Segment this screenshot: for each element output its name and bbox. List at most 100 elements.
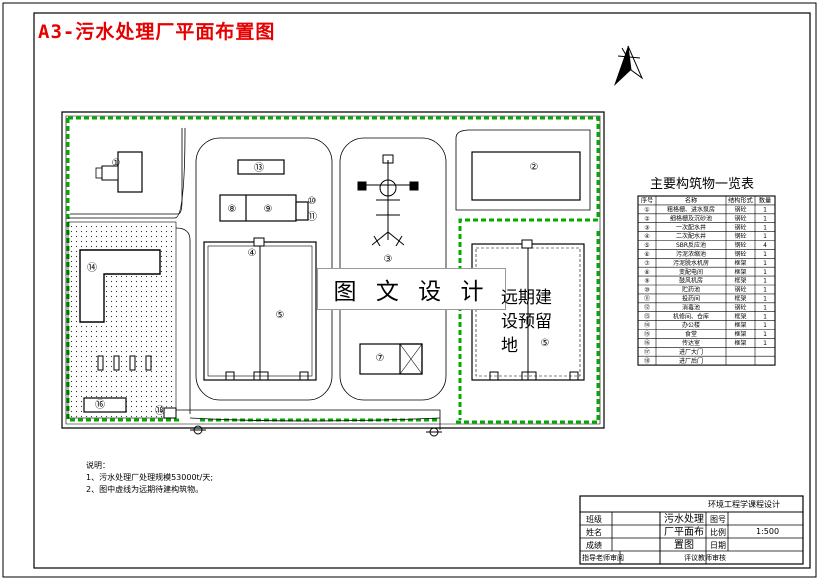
inner-frame <box>33 12 811 569</box>
drawing-name-line: 厂平面布 <box>664 527 704 538</box>
table-cell: ⑥ <box>644 251 649 258</box>
drawing-name-line: 置图 <box>674 540 694 551</box>
table-cell: 框架 <box>734 295 746 303</box>
building-marker: ② <box>530 162 539 173</box>
title-block-name-label: 姓名 <box>586 528 602 537</box>
table-cell: ⑧ <box>644 269 649 276</box>
table-cell: 污泥浓缩池 <box>676 250 706 258</box>
building-15-canteen <box>97 355 152 371</box>
table-cell: 消毒池 <box>682 303 700 311</box>
table-cell: 4 <box>763 242 767 249</box>
building-marker: ⑧ <box>228 204 237 215</box>
table-cell: 框架 <box>734 312 746 320</box>
building-13-repair-shop <box>237 159 285 175</box>
title-block-class-label: 班级 <box>586 515 602 524</box>
structures-table-title: 主要构筑物一览表 <box>650 177 755 192</box>
table-header-cell: 数量 <box>759 197 771 205</box>
table-cell: ① <box>644 207 649 214</box>
table-cell: 办公楼 <box>682 321 700 329</box>
building-8-9-10-11 <box>219 194 309 222</box>
table-cell: ⑫ <box>644 303 650 311</box>
sbr-tanks-future <box>471 239 585 381</box>
table-frame <box>637 195 776 366</box>
title-block-scale-label: 比例 <box>710 528 726 537</box>
building-7-sludge-dewatering <box>359 343 423 375</box>
notes-heading: 说明： <box>86 461 110 470</box>
building-marker: ① <box>112 158 121 169</box>
table-cell: ⑮ <box>644 330 650 338</box>
table-cell: 1 <box>763 304 767 311</box>
table-cell: ③ <box>644 224 649 231</box>
table-cell: 一次配水井 <box>676 223 706 231</box>
table-cell: 变配电间 <box>679 268 703 276</box>
future-reserved-area-note: 远期建 设预留 地 <box>501 286 571 358</box>
building-12-disinfection <box>471 151 581 201</box>
table-cell: 框架 <box>734 330 746 338</box>
title-block <box>579 495 804 565</box>
title-block-grade-label: 成绩 <box>586 541 602 550</box>
title-block-advisor-label: 指导老师审阅 <box>582 554 624 562</box>
building-18-gate-post <box>163 407 177 419</box>
building-marker: ⑪ <box>307 211 317 223</box>
table-cell: 1 <box>763 331 767 338</box>
table-cell: ⑯ <box>644 339 650 347</box>
sbr-tanks-built <box>203 237 317 381</box>
back-gate-icon <box>426 427 442 437</box>
title-block-date-label: 日期 <box>710 541 726 550</box>
table-cell: 机修间、仓库 <box>673 312 709 320</box>
drawing-name-line: 污水处理 <box>664 514 704 525</box>
table-cell: 1 <box>763 251 767 258</box>
table-cell: ⑪ <box>644 295 650 303</box>
table-cell: 框架 <box>734 259 746 267</box>
building-marker: ⑦ <box>376 353 385 364</box>
table-cell: 钢砼 <box>734 206 746 214</box>
title-block-scale-value: 1:500 <box>756 527 780 536</box>
title-block-drawing-no-label: 图号 <box>710 515 726 524</box>
building-marker: ⑯ <box>95 399 105 411</box>
table-cell: 钢砼 <box>734 250 746 258</box>
table-cell: 钢砼 <box>734 286 746 294</box>
watermark-box: 图 文 设 计 <box>317 268 506 310</box>
table-cell: ⑩ <box>644 287 649 294</box>
table-cell: 投药间 <box>682 295 700 303</box>
building-marker: ⑨ <box>264 204 273 215</box>
table-cell: 钢砼 <box>734 232 746 240</box>
table-header-cell: 名称 <box>685 197 697 205</box>
plant-boundary <box>61 111 605 429</box>
main-gate-icon <box>190 425 206 435</box>
north-arrow-icon <box>614 45 644 86</box>
title-block-reviewer-label: 评议教师审核 <box>684 554 726 562</box>
table-cell: 1 <box>763 260 767 267</box>
table-cell: 1 <box>763 215 767 222</box>
building-marker: ⑤ <box>541 338 550 349</box>
building-3-distribution-well <box>357 154 419 247</box>
building-marker: ⑱ <box>155 405 165 417</box>
table-cell: 二次配水井 <box>676 232 706 240</box>
table-cell: 进厂后门 <box>679 357 703 365</box>
future-note-line: 远期建 <box>501 288 552 308</box>
table-cell: 框架 <box>734 321 746 329</box>
table-cell: ⑱ <box>644 357 650 365</box>
table-cell: 框架 <box>734 268 746 276</box>
building-1-pump-house <box>95 151 143 193</box>
table-cell: 细格栅及沉砂池 <box>670 214 712 222</box>
table-cell: 1 <box>763 207 767 214</box>
title-block-course: 环境工程学课程设计 <box>708 500 780 509</box>
table-cell: 1 <box>763 233 767 240</box>
table-header-cell: 序号 <box>641 197 653 205</box>
table-cell: 粗格栅、进水泵房 <box>667 206 715 214</box>
table-cell: 1 <box>763 313 767 320</box>
title-block-drawing-name: 污水处理 厂平面布 置图 <box>662 513 706 552</box>
table-cell: ⑦ <box>644 260 650 267</box>
note-item: 2、图中虚线为远期待建构筑物。 <box>86 485 204 494</box>
building-marker: ③ <box>384 254 393 265</box>
building-marker: ⑩ <box>308 196 317 207</box>
note-item: 1、污水处理厂处理规模53000t/天; <box>86 473 214 482</box>
table-cell: SBR反应池 <box>676 241 706 249</box>
table-cell: 1 <box>763 296 767 303</box>
table-cell: 1 <box>763 287 767 294</box>
table-cell: 1 <box>763 224 767 231</box>
